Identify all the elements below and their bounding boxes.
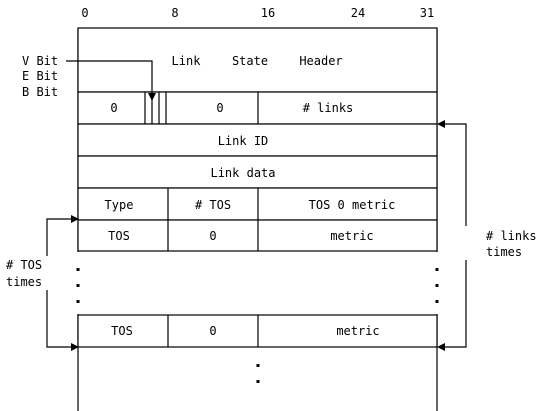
links-repeat-label-line2: times — [486, 245, 522, 259]
trailing-ellipsis — [256, 364, 260, 383]
link-state-header-box — [77, 27, 438, 93]
tos-row1-tos: TOS — [108, 229, 130, 243]
tos-row1-zero: 0 — [209, 229, 216, 243]
row1-zero-a: 0 — [110, 101, 117, 115]
bit-position-31: 31 — [420, 6, 434, 20]
b-bit-label: B Bit — [22, 85, 58, 99]
v-bit-pointer-arrow — [66, 60, 156, 101]
ellipsis-left-dots — [76, 268, 80, 303]
header-word-link: Link — [172, 54, 202, 68]
link-data-row — [77, 155, 438, 189]
header-word-state: State — [232, 54, 268, 68]
ellipsis-right-dots — [435, 268, 439, 303]
row1-links-label: # links — [303, 101, 354, 115]
tos-row2-tos: TOS — [111, 324, 133, 338]
tos0-metric-label: TOS 0 metric — [309, 198, 396, 212]
link-data-label: Link data — [210, 166, 275, 180]
type-label: Type — [105, 198, 134, 212]
row1-zero-b: 0 — [216, 101, 223, 115]
bit-position-0: 0 — [81, 6, 88, 20]
tos-repeat-label-line2: times — [6, 275, 42, 289]
num-tos-label: # TOS — [195, 198, 231, 212]
bit-position-16: 16 — [261, 6, 275, 20]
bit-position-8: 8 — [171, 6, 178, 20]
tos-row1-metric: metric — [330, 229, 373, 243]
header-word-header: Header — [299, 54, 342, 68]
tos-row2-zero: 0 — [209, 324, 216, 338]
bit-position-24: 24 — [351, 6, 365, 20]
e-bit-label: E Bit — [22, 69, 58, 83]
tos-repeat-label-line1: # TOS — [6, 258, 42, 272]
v-bit-label: V Bit — [22, 54, 58, 68]
link-id-label: Link ID — [218, 134, 269, 148]
links-repeat-label-line1: # links — [486, 229, 537, 243]
bit-position-labels: 0 8 16 24 31 — [81, 6, 434, 20]
link-id-row — [77, 123, 438, 157]
tos-row2-metric: metric — [336, 324, 379, 338]
